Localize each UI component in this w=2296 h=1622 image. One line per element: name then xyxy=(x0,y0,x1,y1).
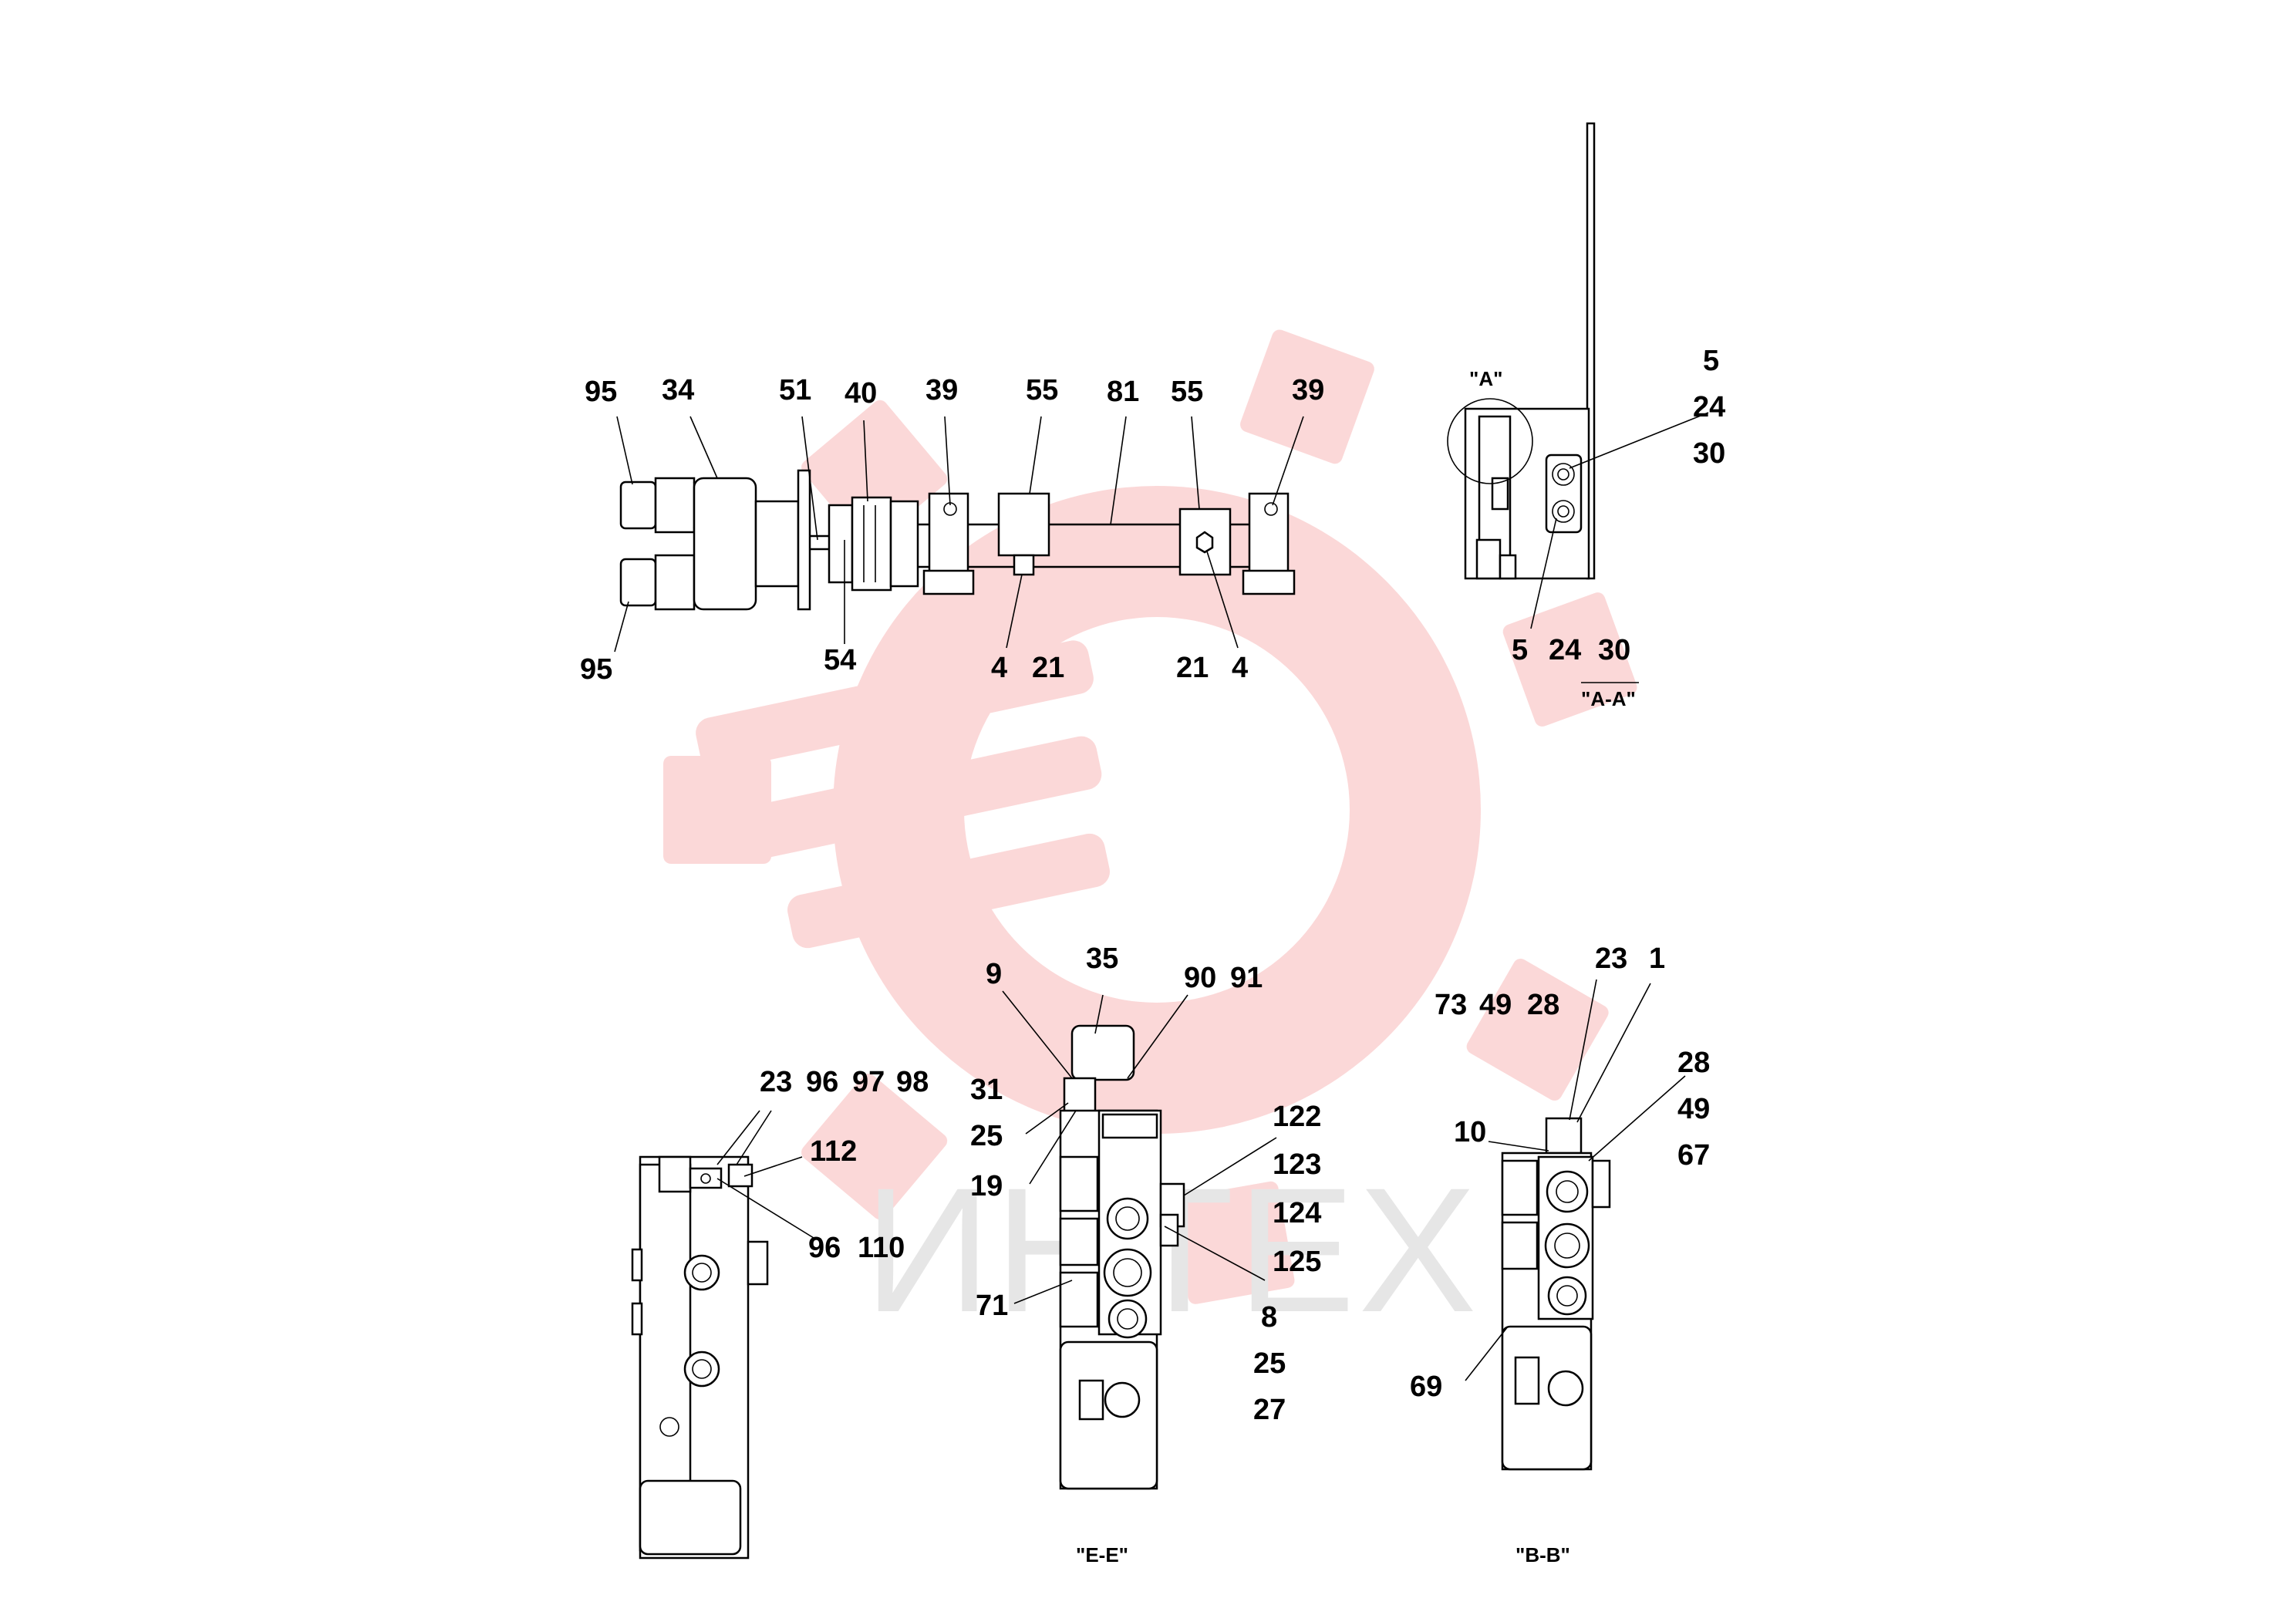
left-view-labels: 23 96 97 98 112 96 110 xyxy=(760,1066,929,1264)
watermark-text: ИНТЕХ xyxy=(864,1151,1480,1349)
callout-95-top: 95 xyxy=(585,376,617,408)
watermark-logo: ИНТЕХ xyxy=(663,329,1637,1349)
callout-1: 1 xyxy=(1649,943,1665,975)
callout-28-right: 28 xyxy=(1677,1047,1710,1079)
callout-39-right: 39 xyxy=(1292,374,1324,406)
callout-23-left: 23 xyxy=(760,1066,792,1098)
callout-91: 91 xyxy=(1230,962,1263,994)
section-bb-labels: 23 1 73 49 28 28 49 67 10 69 "B-B" xyxy=(1410,943,1710,1566)
callout-55-right: 55 xyxy=(1171,376,1203,408)
callout-125: 125 xyxy=(1273,1246,1321,1278)
callout-112: 112 xyxy=(810,1135,857,1168)
callout-30-lower: 30 xyxy=(1598,634,1630,666)
section-ee-labels: 9 35 90 91 31 25 19 122 123 124 125 71 8… xyxy=(970,943,1321,1566)
section-ee-view xyxy=(1002,990,1277,1490)
callout-51: 51 xyxy=(779,374,811,406)
callout-122: 122 xyxy=(1273,1101,1321,1133)
top-view-labels: 95 34 51 40 39 55 81 55 39 95 54 4 21 21… xyxy=(580,374,1324,686)
section-bb-view xyxy=(1465,979,1686,1471)
callout-97: 97 xyxy=(852,1066,885,1098)
callout-31: 31 xyxy=(970,1074,1003,1106)
callout-123: 123 xyxy=(1273,1148,1321,1181)
section-aa-labels: "A" 5 24 30 5 24 30 "A-A" xyxy=(1469,345,1725,710)
callout-21-right: 21 xyxy=(1176,652,1209,684)
callout-73: 73 xyxy=(1435,989,1467,1021)
section-aa-caption: "A-A" xyxy=(1581,687,1636,710)
callout-30-upper: 30 xyxy=(1693,437,1725,470)
callout-25-upper: 25 xyxy=(970,1120,1003,1152)
callout-5-upper: 5 xyxy=(1703,345,1719,377)
callout-110: 110 xyxy=(858,1232,905,1264)
callout-96-lower: 96 xyxy=(808,1232,841,1264)
callout-23-bb: 23 xyxy=(1595,943,1627,975)
callout-28-upper: 28 xyxy=(1527,989,1559,1021)
callout-96-left: 96 xyxy=(806,1066,838,1098)
callout-24-upper: 24 xyxy=(1693,391,1725,423)
callout-81: 81 xyxy=(1107,376,1139,408)
callout-35: 35 xyxy=(1086,943,1118,975)
callout-27: 27 xyxy=(1253,1394,1286,1426)
section-ee-caption: "E-E" xyxy=(1076,1543,1128,1566)
section-aa-view xyxy=(1447,122,1709,683)
callout-55-left: 55 xyxy=(1026,374,1058,406)
detail-a-callout: "A" xyxy=(1469,367,1502,390)
callout-39-left: 39 xyxy=(925,374,958,406)
callout-49-right: 49 xyxy=(1677,1093,1710,1125)
top-view-leaders xyxy=(614,416,1304,653)
callout-124: 124 xyxy=(1273,1197,1321,1229)
section-bb-caption: "B-B" xyxy=(1515,1543,1570,1566)
callout-67: 67 xyxy=(1677,1139,1710,1172)
callout-21-left: 21 xyxy=(1032,652,1064,684)
callout-5-lower: 5 xyxy=(1512,634,1528,666)
callout-54: 54 xyxy=(824,644,856,676)
top-assembly-view xyxy=(619,469,1296,611)
callout-19: 19 xyxy=(970,1170,1003,1202)
callout-25-lower: 25 xyxy=(1253,1347,1286,1380)
callout-90: 90 xyxy=(1184,962,1216,994)
callout-98: 98 xyxy=(896,1066,929,1098)
callout-9: 9 xyxy=(986,958,1002,990)
callout-10: 10 xyxy=(1454,1116,1486,1148)
callout-8: 8 xyxy=(1261,1301,1277,1334)
callout-40: 40 xyxy=(845,377,877,410)
callout-49-upper: 49 xyxy=(1479,989,1512,1021)
callout-4-right: 4 xyxy=(1232,652,1248,684)
callout-34: 34 xyxy=(662,374,694,406)
callout-24-lower: 24 xyxy=(1549,634,1581,666)
callout-4-left: 4 xyxy=(991,652,1007,684)
callout-95-bottom: 95 xyxy=(580,653,612,686)
left-side-view xyxy=(631,1110,814,1560)
callout-71: 71 xyxy=(976,1290,1008,1322)
callout-69: 69 xyxy=(1410,1371,1442,1403)
